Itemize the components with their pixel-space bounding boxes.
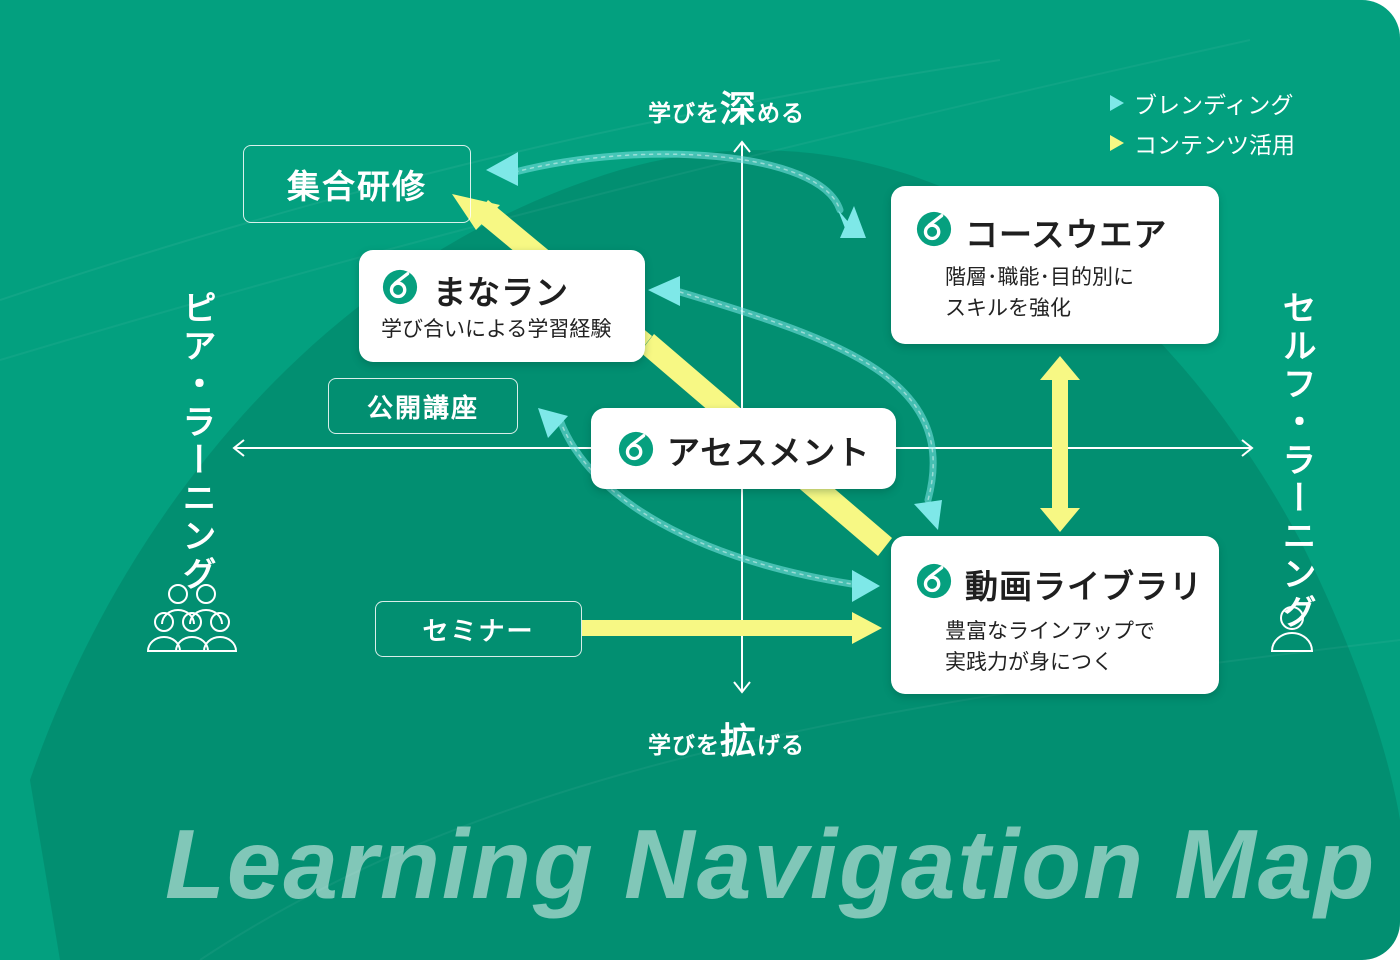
axis-label-top: 学びを深める: [648, 89, 806, 130]
peer-group-icon: [146, 584, 238, 652]
legend-contents: コンテンツ活用: [1110, 126, 1295, 160]
card-manaran[interactable]: まなラン 学び合いによる学習経験: [359, 250, 645, 362]
card-manaran-title: まなラン: [433, 273, 569, 312]
legend-blending: ブレンディング: [1110, 86, 1293, 120]
card-video-library-subtitle: 豊富なラインアップで 実践力が身につく: [945, 619, 1155, 674]
blending-arrowhead-koukai: [538, 408, 568, 438]
brand-logo-icon: [916, 563, 952, 599]
contents-marker-icon: [1110, 135, 1124, 151]
brand-logo-icon: [916, 211, 952, 247]
blending-arrowhead-manaran: [648, 276, 680, 306]
axis-label-right: セルフ・ラーニング: [1276, 290, 1316, 632]
node-seminar[interactable]: セミナー: [375, 601, 582, 657]
brand-logo-icon: [618, 431, 654, 467]
contents-arrowhead-up: [1040, 356, 1080, 380]
self-person-icon: [1270, 606, 1314, 652]
axis-label-bottom: 学びを拡げる: [648, 721, 806, 762]
contents-arrowhead-video: [852, 612, 882, 644]
blending-arrowhead-courseware: [840, 206, 866, 238]
card-courseware-subtitle: 階層･職能･目的別に スキルを強化: [945, 265, 1134, 320]
brand-logo-icon: [382, 269, 418, 305]
contents-arrowhead-shugo: [452, 194, 500, 230]
watermark-title: Learning Navigation Map: [165, 809, 1377, 919]
axis-label-left: ピア・ラーニング: [176, 290, 216, 594]
blending-arrowhead-video: [852, 570, 880, 602]
blending-arrowhead-shugo: [486, 152, 518, 186]
card-video-library[interactable]: 動画ライブラリ 豊富なラインアップで 実践力が身につく: [891, 536, 1219, 694]
contents-arrowhead-down: [1040, 508, 1080, 532]
contents-arrow-vertical: [1052, 372, 1068, 516]
blending-arrowhead-video-top: [914, 500, 942, 530]
card-courseware[interactable]: コースウエア 階層･職能･目的別に スキルを強化: [891, 186, 1219, 344]
card-manaran-subtitle: 学び合いによる学習経験: [381, 317, 612, 341]
card-courseware-title: コースウエア: [965, 215, 1168, 254]
node-koukai-kouza[interactable]: 公開講座: [328, 378, 518, 434]
card-video-library-title: 動画ライブラリ: [965, 567, 1203, 606]
card-assessment[interactable]: アセスメント: [591, 408, 896, 489]
contents-arrow-seminar-to-video: [582, 620, 854, 636]
node-shugo-kenshu[interactable]: 集合研修: [243, 145, 471, 223]
blending-marker-icon: [1110, 95, 1124, 111]
card-assessment-title: アセスメント: [667, 433, 871, 472]
